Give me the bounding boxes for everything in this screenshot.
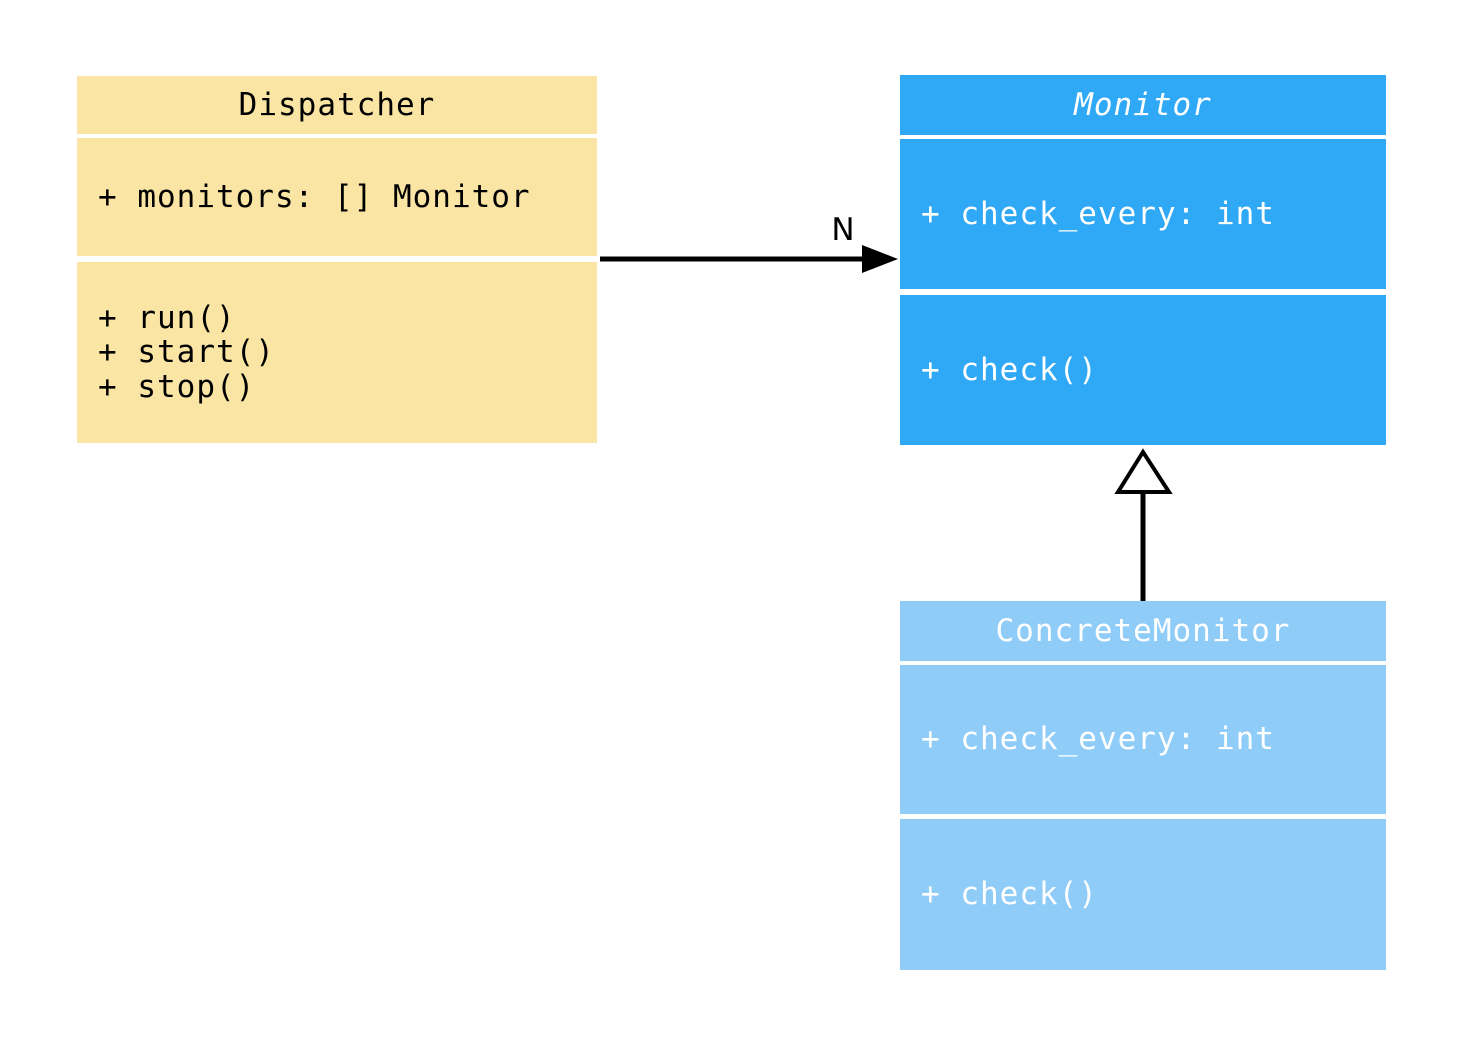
association-arrowhead (862, 245, 898, 273)
method-item: + check() (921, 351, 1098, 388)
method-item: + check() (921, 876, 1098, 913)
inheritance-arrow (1114, 448, 1173, 601)
association-arrow (600, 245, 898, 273)
class-name-concrete-monitor: ConcreteMonitor (900, 601, 1386, 661)
methods-section-dispatcher: + run() + start() + stop() (77, 262, 597, 443)
attribute-item: + check_every: int (921, 721, 1275, 758)
class-name-dispatcher: Dispatcher (77, 76, 597, 134)
attribute-item: + monitors: [] Monitor (98, 178, 531, 215)
class-box-monitor: Monitor + check_every: int + check() (900, 75, 1386, 445)
method-item: + run() (98, 299, 236, 336)
class-name-monitor: Monitor (900, 75, 1386, 135)
methods-section-monitor: + check() (900, 295, 1386, 445)
attribute-item: + check_every: int (921, 195, 1275, 232)
attributes-section-monitor: + check_every: int (900, 139, 1386, 289)
method-item: + start() (98, 334, 275, 371)
attributes-section-dispatcher: + monitors: [] Monitor (77, 138, 597, 256)
attributes-section-concrete-monitor: + check_every: int (900, 665, 1386, 814)
association-multiplicity-label: N (831, 212, 855, 248)
methods-section-concrete-monitor: + check() (900, 819, 1386, 970)
inheritance-triangle (1114, 448, 1173, 494)
class-box-concrete-monitor: ConcreteMonitor + check_every: int + che… (900, 601, 1386, 970)
class-box-dispatcher: Dispatcher + monitors: [] Monitor + run(… (77, 76, 597, 443)
method-item: + stop() (98, 368, 256, 405)
